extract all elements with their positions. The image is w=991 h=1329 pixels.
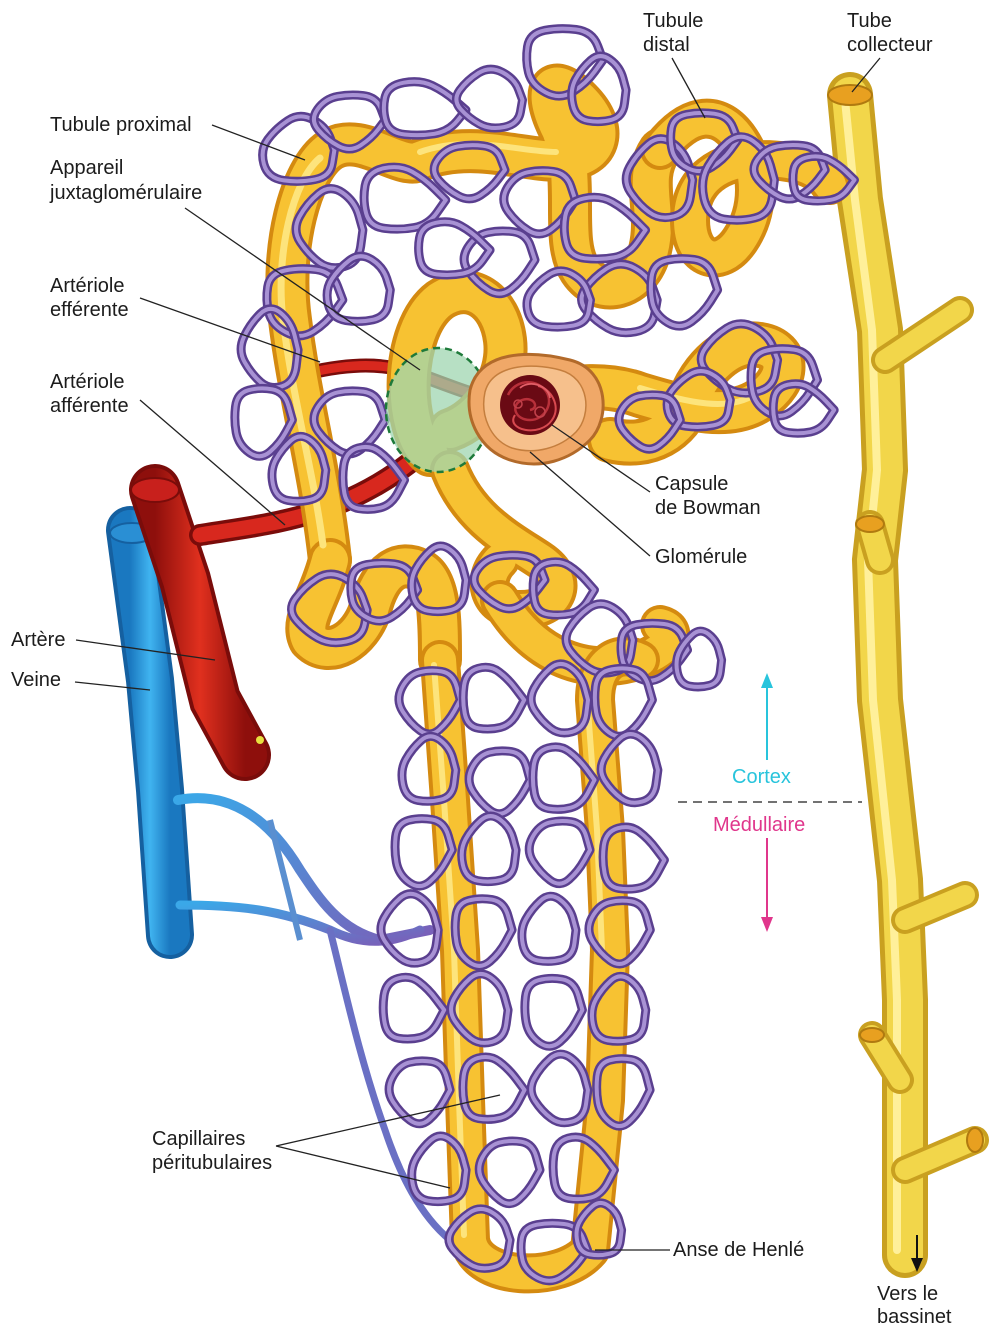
label-tubule-distal-line1: Tubule xyxy=(643,10,703,32)
label-cortex: Cortex xyxy=(732,766,791,788)
label-capsule-line2: de Bowman xyxy=(655,497,761,519)
label-arteriole-afferente-line2: afférente xyxy=(50,395,129,417)
label-vers-bassinet-line1: Vers le xyxy=(877,1283,938,1305)
label-capillaires-line2: péritubulaires xyxy=(152,1152,272,1174)
label-appareil-line2: juxtaglomérulaire xyxy=(49,182,202,204)
label-tubule-proximal: Tubule proximal xyxy=(50,114,192,136)
label-vers-bassinet-line2: bassinet xyxy=(877,1306,952,1328)
label-veine: Veine xyxy=(11,669,61,691)
label-medullaire: Médullaire xyxy=(713,814,805,836)
label-artere: Artère xyxy=(11,629,65,651)
renal-tubule xyxy=(281,86,830,1274)
cortex-medulla-boundary xyxy=(678,673,862,932)
label-appareil-line1: Appareil xyxy=(50,157,123,179)
label-anse-henle: Anse de Henlé xyxy=(673,1239,804,1261)
label-capsule-line1: Capsule xyxy=(655,473,728,495)
label-tube-collecteur-line2: collecteur xyxy=(847,34,933,56)
label-glomerule: Glomérule xyxy=(655,546,747,568)
label-tube-collecteur-line1: Tube xyxy=(847,10,892,32)
label-tubule-distal-line2: distal xyxy=(643,34,690,56)
label-arteriole-efferente-line2: efférente xyxy=(50,299,129,321)
label-capillaires-line1: Capillaires xyxy=(152,1128,245,1150)
collecting-duct xyxy=(828,85,983,1272)
label-arteriole-afferente-line1: Artériole xyxy=(50,371,124,393)
label-arteriole-efferente-line1: Artériole xyxy=(50,275,124,297)
capillary-loop-highlight xyxy=(525,978,583,1046)
glomerulus xyxy=(500,375,560,435)
